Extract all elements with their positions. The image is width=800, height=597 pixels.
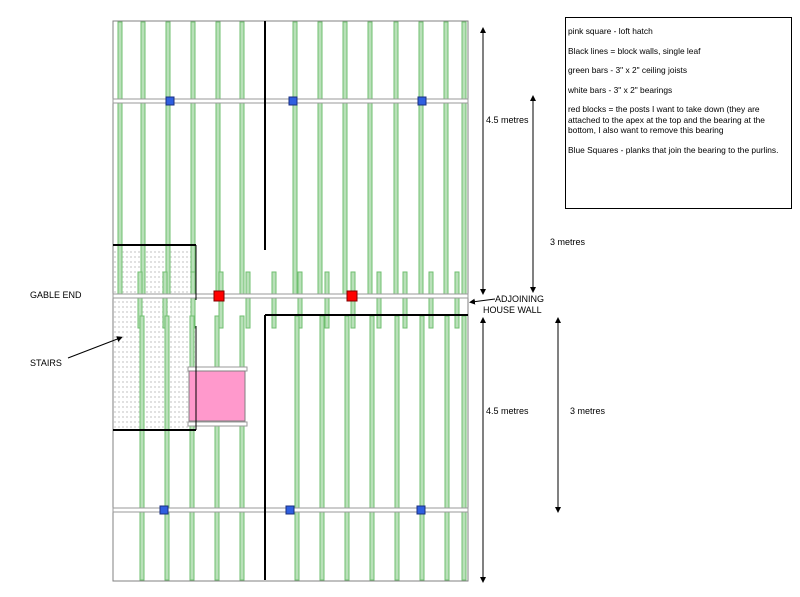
- joist-short-10: [376, 271, 382, 329]
- gable-end-label: GABLE END: [30, 290, 82, 300]
- loft-hatch: [188, 370, 246, 422]
- plank-bottom-3: [416, 505, 426, 515]
- joist-upper-4: [190, 21, 196, 298]
- hatch-bearing-top: [187, 366, 248, 372]
- dimension-bottom-inner-label: 3 metres: [570, 406, 606, 416]
- legend-hatch: pink square - loft hatch: [568, 26, 653, 36]
- dimension-bottom-outer-label: 4.5 metres: [486, 406, 529, 416]
- legend-box: pink square - loft hatch Black lines = b…: [565, 17, 792, 209]
- joist-lower-12: [444, 315, 450, 581]
- joist-upper-9: [342, 21, 348, 298]
- joist-short-8: [324, 271, 330, 329]
- dimension-top-outer-label: 4.5 metres: [486, 115, 529, 125]
- joist-lower-6: [294, 315, 300, 581]
- joist-lower-8: [344, 315, 350, 581]
- joist-lower-10: [394, 315, 400, 581]
- ceiling-joists: [117, 21, 467, 581]
- joist-upper-11: [393, 21, 399, 298]
- plank-top-1: [165, 96, 175, 106]
- joist-short-12: [428, 271, 434, 329]
- bearing-middle: [112, 293, 469, 299]
- adjoining-label-line1: ADJOINING: [495, 294, 545, 304]
- post-right: [346, 290, 358, 302]
- plank-top-3: [417, 96, 427, 106]
- joist-short-7: [297, 271, 303, 329]
- stairs-label: STAIRS: [30, 358, 62, 368]
- joist-upper-6: [239, 21, 245, 298]
- joist-upper-7: [292, 21, 298, 298]
- joist-upper-1: [117, 21, 123, 298]
- post-left: [213, 290, 225, 302]
- joist-lower-4: [214, 315, 220, 581]
- joist-upper-3: [165, 21, 171, 298]
- legend-posts: red blocks = the posts I want to take do…: [568, 104, 765, 135]
- joist-upper-13: [443, 21, 449, 298]
- adjoining-pointer: [469, 298, 496, 305]
- joist-upper-8: [317, 21, 323, 298]
- joist-lower-1: [139, 315, 145, 581]
- joist-lower-9: [369, 315, 375, 581]
- legend-walls: Black lines = block walls, single leaf: [568, 45, 701, 56]
- joist-lower-7: [319, 315, 325, 581]
- dimension-top-inner-label: 3 metres: [550, 237, 586, 247]
- plank-bottom-1: [159, 505, 169, 515]
- joist-lower-2: [164, 315, 170, 581]
- plank-bottom-2: [285, 505, 295, 515]
- joist-lower-3: [189, 315, 195, 581]
- joist-short-11: [402, 271, 408, 329]
- stair-treads: [114, 251, 195, 428]
- joist-lower-11: [419, 315, 425, 581]
- joist-short-13: [454, 271, 460, 329]
- joist-upper-5: [215, 21, 221, 298]
- joist-upper-2: [140, 21, 146, 298]
- hatch-bearing-bottom: [187, 421, 248, 427]
- adjoining-label-line2: HOUSE WALL: [483, 305, 542, 315]
- joist-short-6: [271, 271, 277, 329]
- joist-lower-13: [461, 315, 467, 581]
- joist-lower-5: [239, 315, 245, 581]
- stairs-pointer: [67, 336, 123, 359]
- roof-outline: [112, 20, 469, 582]
- joist-upper-12: [418, 21, 424, 298]
- plank-top-2: [288, 96, 298, 106]
- legend-joists: green bars - 3" x 2" ceiling joists: [568, 65, 688, 75]
- legend-bearings: white bars - 3" x 2" bearings: [568, 84, 673, 95]
- joist-upper-10: [367, 21, 373, 298]
- legend-planks: Blue Squares - planks that join the bear…: [568, 144, 779, 155]
- joist-upper-14: [461, 21, 467, 298]
- joist-short-5: [245, 271, 251, 329]
